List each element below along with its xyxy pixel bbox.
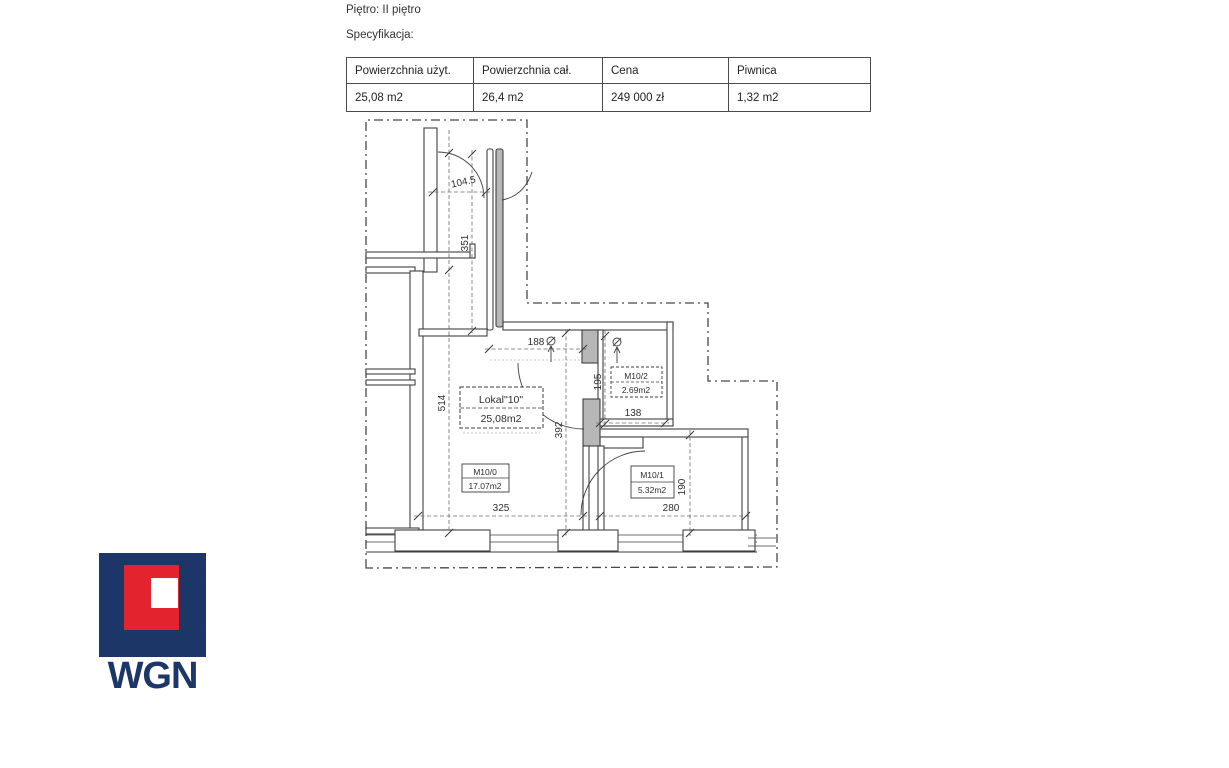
dim-104-5: 104.5 [450, 174, 477, 190]
value-cellar: 1,32 m2 [728, 83, 871, 112]
room-m10-1-id: M10/1 [640, 470, 664, 480]
wgn-logo-white-square [151, 578, 178, 608]
dim-188: 188 [528, 337, 545, 348]
value-usable-area: 25,08 m2 [346, 83, 474, 112]
entry-corridor-walls [486, 148, 504, 331]
dim-514: 514 [437, 394, 448, 411]
dim-325: 325 [493, 503, 510, 514]
dim-392: 392 [554, 421, 565, 438]
specification-table: Powierzchnia użyt. Powierzchnia cał. Cen… [346, 57, 871, 112]
dim-190: 190 [677, 478, 688, 495]
dim-351: 351 [460, 234, 471, 251]
dimension-labels: 104.5 351 514 188 195 392 138 325 280 19… [437, 174, 688, 514]
specification-label: Specyfikacja: [346, 29, 414, 41]
dim-280: 280 [663, 503, 680, 514]
room-m10-1-area: 5.32m2 [638, 485, 667, 495]
window-right [682, 529, 756, 552]
room-labels: Lokal"10" 25,08m2 M10/0 17.07m2 M10/2 2.… [459, 366, 675, 499]
wgn-logo-text: WGN [107, 655, 199, 697]
room-m10-2-area: 2.69m2 [622, 385, 651, 395]
table-header-row: Powierzchnia użyt. Powierzchnia cał. Cen… [346, 57, 871, 84]
room-m10-0-id: M10/0 [473, 467, 497, 477]
value-price: 249 000 zł [602, 83, 729, 112]
col-header-usable-area: Powierzchnia użyt. [346, 57, 474, 84]
dimension-lines [413, 130, 751, 538]
room-m10-0-area: 17.07m2 [468, 481, 501, 491]
entry-door-arc [437, 151, 485, 199]
lokal-label-box [459, 386, 544, 429]
floor-label: Piętro: II piętro [346, 4, 421, 16]
bottom-wall-and-windows [366, 529, 776, 553]
electrical-symbols [546, 336, 622, 363]
bathroom-door-arc [580, 450, 646, 516]
value-total-area: 26,4 m2 [473, 83, 603, 112]
dim-138: 138 [625, 408, 642, 419]
entry-door-arc-right [501, 171, 533, 201]
window-left [394, 529, 491, 552]
lokal-name: Lokal"10" [479, 394, 524, 406]
window-middle [557, 529, 619, 552]
table-value-row: 25,08 m2 26,4 m2 249 000 zł 1,32 m2 [346, 83, 871, 112]
room-m10-2-id: M10/2 [624, 371, 648, 381]
lokal-area: 25,08m2 [481, 413, 522, 425]
dim-195: 195 [593, 373, 604, 390]
col-header-cellar: Piwnica [728, 57, 871, 84]
plot-boundary-dashed [365, 119, 778, 569]
